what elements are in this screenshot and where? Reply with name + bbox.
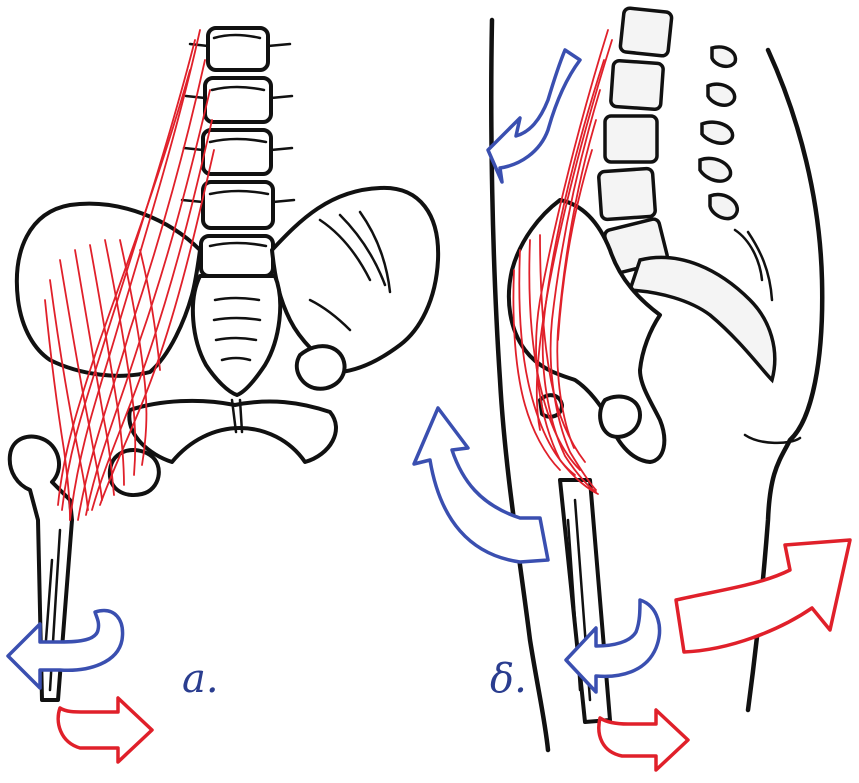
pelvis-front <box>17 188 438 495</box>
panel-b-side-view: δ. <box>414 8 850 770</box>
blue-curved-arrow-top <box>488 50 580 182</box>
blue-curved-arrow-middle <box>414 408 548 562</box>
panel-b-label: δ. <box>490 656 527 702</box>
panel-a-front-view: a. <box>8 28 438 762</box>
panel-a-label: a. <box>182 656 219 702</box>
lumbar-spine-front <box>182 28 294 276</box>
red-rotation-arrow-front <box>58 698 152 762</box>
red-rotation-arrow-side <box>599 710 688 770</box>
femur-side <box>560 480 610 722</box>
